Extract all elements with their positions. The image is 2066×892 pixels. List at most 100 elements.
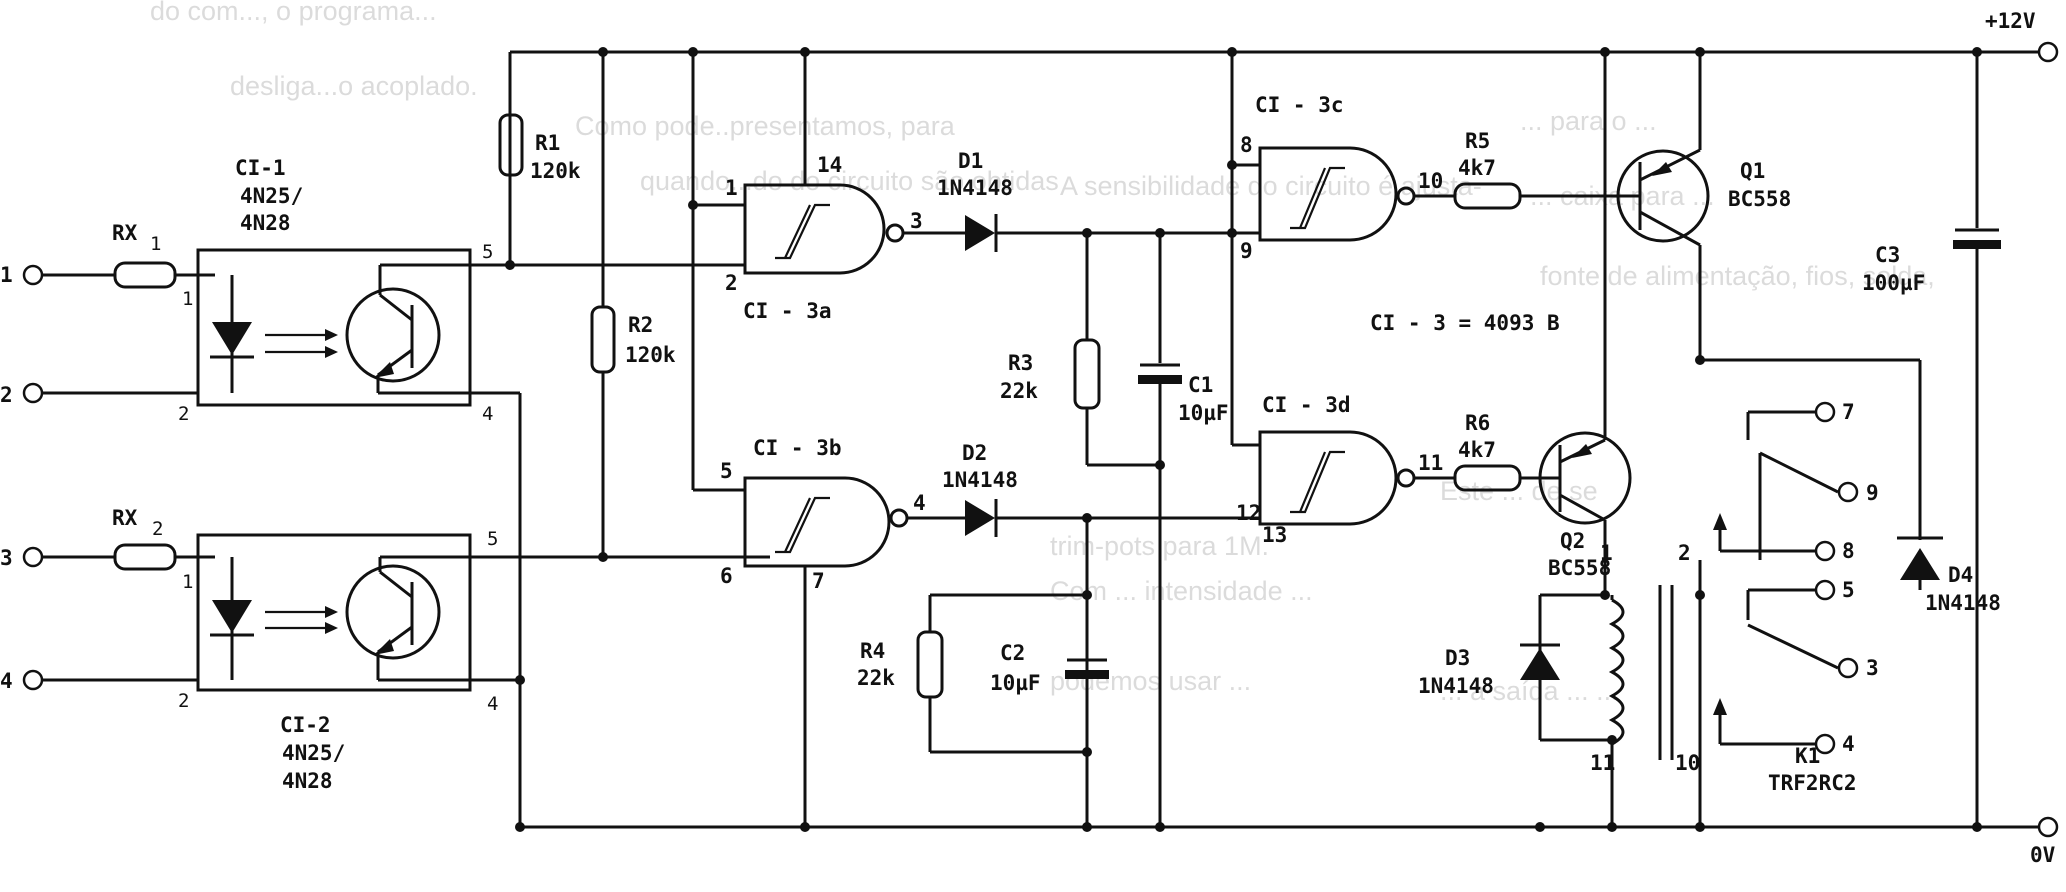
svg-text:1N4148: 1N4148 (937, 176, 1013, 200)
input-terminal-4-label: 4 (0, 669, 13, 693)
ci2-name: CI-2 (280, 713, 331, 737)
ground-terminal (2037, 816, 2059, 838)
svg-text:Q1: Q1 (1740, 159, 1765, 183)
svg-text:R6: R6 (1465, 411, 1490, 435)
svg-text:14: 14 (817, 153, 842, 177)
capacitor-c3: C3 100µF (1862, 52, 2001, 827)
resistor-r3 (1073, 338, 1101, 410)
relay-coil-icon (1608, 598, 1625, 760)
svg-text:11: 11 (1418, 451, 1443, 475)
bg-text-line: ... para o ... (1520, 106, 1657, 136)
optocoupler-ci2: CI-2 4N25/ 4N28 1 2 5 4 (42, 528, 770, 793)
svg-text:4: 4 (487, 693, 498, 715)
nand-gate-ci3a: 1 2 14 3 CI - 3a (688, 52, 923, 323)
pnp-transistor-icon (1616, 149, 1710, 243)
svg-text:7: 7 (1842, 400, 1855, 424)
positive-terminal (2037, 41, 2059, 63)
svg-text:R3: R3 (1008, 351, 1033, 375)
background-text-right: ... para o ... ... caixa para ... fonte … (1440, 106, 1935, 706)
svg-text:22k: 22k (1000, 379, 1038, 403)
resistor-r2: R2 120k (590, 52, 676, 562)
resistor-r1: R1 120k (498, 113, 581, 183)
svg-text:2: 2 (178, 690, 189, 712)
ci1-name: CI-1 (235, 156, 286, 180)
svg-text:1: 1 (1600, 541, 1613, 565)
svg-text:8: 8 (1240, 133, 1253, 157)
led-icon (212, 600, 252, 633)
resistor-r4 (916, 630, 944, 699)
svg-text:4k7: 4k7 (1458, 156, 1496, 180)
svg-text:D2: D2 (962, 441, 987, 465)
phototransistor-icon (345, 287, 441, 383)
diode-d2: D2 1N4148 (907, 441, 1245, 537)
input-terminal-1-label: 1 (0, 263, 13, 287)
nand-gate-ci3c: 8 9 10 CI - 3c (1227, 52, 1443, 263)
svg-text:D3: D3 (1445, 646, 1470, 670)
ground-rail: 0V (520, 816, 2059, 867)
supply-ground-label: 0V (2030, 843, 2056, 867)
pnp-transistor-icon (1538, 431, 1632, 525)
bg-text-line: ... a saída ... ... (1440, 676, 1619, 706)
input-terminal-3 (22, 546, 44, 568)
svg-text:C2: C2 (1000, 641, 1025, 665)
svg-text:4: 4 (1842, 732, 1855, 756)
svg-text:CI - 3c: CI - 3c (1255, 93, 1344, 117)
svg-text:2: 2 (1678, 541, 1691, 565)
rc-network-2: R4 22k C2 10µF (857, 513, 1109, 827)
svg-text:2: 2 (725, 271, 738, 295)
ci2-part2: 4N28 (282, 769, 333, 793)
nand-gate-ci3b: 5 6 7 4 CI - 3b (691, 205, 926, 827)
led-icon (212, 322, 252, 355)
svg-text:D4: D4 (1948, 563, 1973, 587)
diode-d1: D1 1N4148 (903, 149, 1245, 252)
resistor-r6: R6 4k7 (1414, 411, 1560, 492)
svg-text:D1: D1 (958, 149, 983, 173)
svg-text:CI - 3d: CI - 3d (1262, 393, 1351, 417)
svg-text:4: 4 (913, 491, 926, 515)
svg-text:K1: K1 (1795, 744, 1820, 768)
svg-text:10: 10 (1418, 169, 1443, 193)
svg-text:Q2: Q2 (1560, 529, 1585, 553)
input-terminal-2 (22, 382, 44, 404)
svg-text:2: 2 (178, 403, 189, 425)
rc-network-1: R3 22k C1 10µF (1000, 228, 1229, 827)
svg-text:1: 1 (182, 288, 193, 310)
svg-text:8: 8 (1842, 539, 1855, 563)
resistor-rx1: RX 1 (42, 221, 215, 289)
supply-positive-label: +12V (1985, 9, 2036, 33)
input-terminal-2-label: 2 (0, 383, 13, 407)
svg-text:100µF: 100µF (1862, 271, 1925, 295)
input-terminal-3-label: 3 (0, 546, 13, 570)
background-text-left: do com..., o programa... desliga...o aco… (150, 0, 1059, 196)
svg-text:R5: R5 (1465, 129, 1490, 153)
svg-text:1N4148: 1N4148 (942, 468, 1018, 492)
phototransistor-icon (345, 564, 441, 660)
ci1-part1: 4N25/ (240, 184, 303, 208)
svg-text:1: 1 (182, 571, 193, 593)
bg-text-line: quando...do do circuito são obtidas (640, 166, 1059, 196)
svg-text:9: 9 (1240, 239, 1253, 263)
svg-text:C1: C1 (1188, 373, 1213, 397)
positive-rail: +12V (510, 9, 2059, 63)
bg-text-line: Com ... intensidade ... (1050, 576, 1313, 606)
svg-text:R2: R2 (628, 313, 653, 337)
svg-text:10µF: 10µF (1178, 401, 1229, 425)
svg-text:C3: C3 (1875, 243, 1900, 267)
input-terminals: 1 2 3 4 (0, 263, 44, 693)
svg-text:120k: 120k (625, 343, 676, 367)
svg-text:22k: 22k (857, 666, 895, 690)
svg-text:5: 5 (487, 528, 498, 550)
svg-text:R1: R1 (535, 131, 560, 155)
svg-text:10µF: 10µF (990, 671, 1041, 695)
rx1-label: RX (112, 221, 138, 245)
svg-text:12: 12 (1236, 501, 1261, 525)
transistor-q2: Q2 BC558 (1538, 52, 1632, 595)
svg-text:3: 3 (1866, 656, 1879, 680)
ci2-part1: 4N25/ (282, 741, 345, 765)
svg-text:1N4148: 1N4148 (1418, 674, 1494, 698)
contact-terminal (1837, 657, 1859, 679)
contact-terminal (1814, 540, 1836, 562)
svg-text:BC558: BC558 (1728, 187, 1791, 211)
svg-text:11: 11 (1590, 751, 1615, 775)
